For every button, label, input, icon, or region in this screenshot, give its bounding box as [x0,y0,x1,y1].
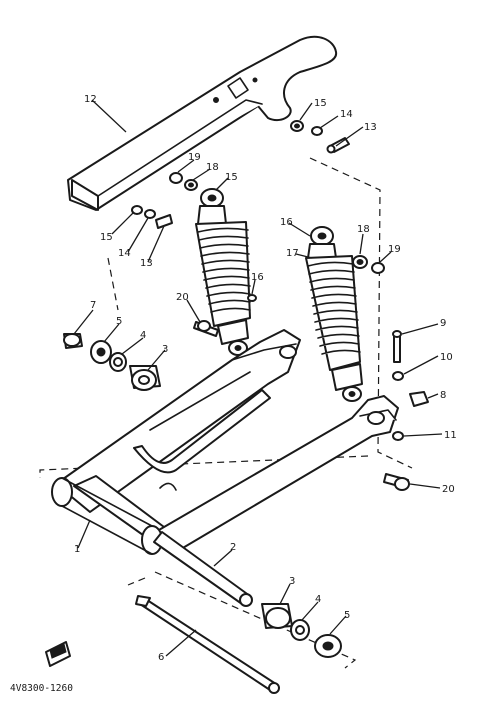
lower-bolt-group [131,205,173,229]
callout-6: 6 [158,652,164,663]
diagram-code: 4V8300-1260 [10,683,73,694]
callout-4-left: 4 [140,330,146,341]
callout-20-right: 20 [442,484,455,495]
swingarm [51,329,399,555]
right-side-parts [383,330,429,491]
assembly-guide-lines [39,157,413,669]
callout-19-right: 19 [388,244,401,255]
leader-lines [73,99,443,657]
callout-17: 17 [286,248,299,259]
left-shock-washers [169,172,198,191]
callout-2: 2 [230,542,236,553]
callout-20-left: 20 [176,292,189,303]
lower-pivot-parts [261,603,342,658]
shock-lower-bolt-left [193,320,219,337]
pivot-shaft [153,531,253,607]
callout-labels: 12 15 14 13 19 18 15 15 14 13 16 17 18 1… [74,94,457,663]
callout-8: 8 [440,390,446,401]
callout-13-top: 13 [364,122,377,133]
callout-16: 16 [280,217,293,228]
upper-bolt-group [290,120,350,154]
callout-15-top: 15 [314,98,327,109]
callout-14-lower: 14 [118,248,131,259]
callout-7: 7 [90,300,96,311]
callout-15-lower: 15 [100,232,113,243]
callout-4-lower: 4 [315,594,321,605]
callout-13-lower: 13 [140,258,153,269]
callout-11: 11 [444,430,457,441]
callout-18-right: 18 [357,224,370,235]
right-shock-absorber [305,226,363,402]
callout-5-lower: 5 [344,610,350,621]
callout-15-shock: 15 [225,172,238,183]
grease-symbol-icon [45,641,71,667]
callout-3-lower: 3 [289,576,295,587]
callout-5-left: 5 [116,316,122,327]
callout-1: 1 [74,544,80,555]
callout-3-left: 3 [162,344,168,355]
chain-case [67,35,338,211]
callout-18-left: 18 [206,162,219,173]
left-pivot-parts [63,333,161,391]
callout-10: 10 [440,352,453,363]
pivot-bolt [135,595,280,694]
callout-12: 12 [84,94,97,105]
left-shock-absorber [195,188,257,356]
callout-19-left: 19 [188,152,201,163]
callout-14-top: 14 [340,109,353,120]
right-shock-washers [352,255,385,274]
callout-16-small: 16 [251,272,264,283]
callout-9: 9 [440,318,446,329]
